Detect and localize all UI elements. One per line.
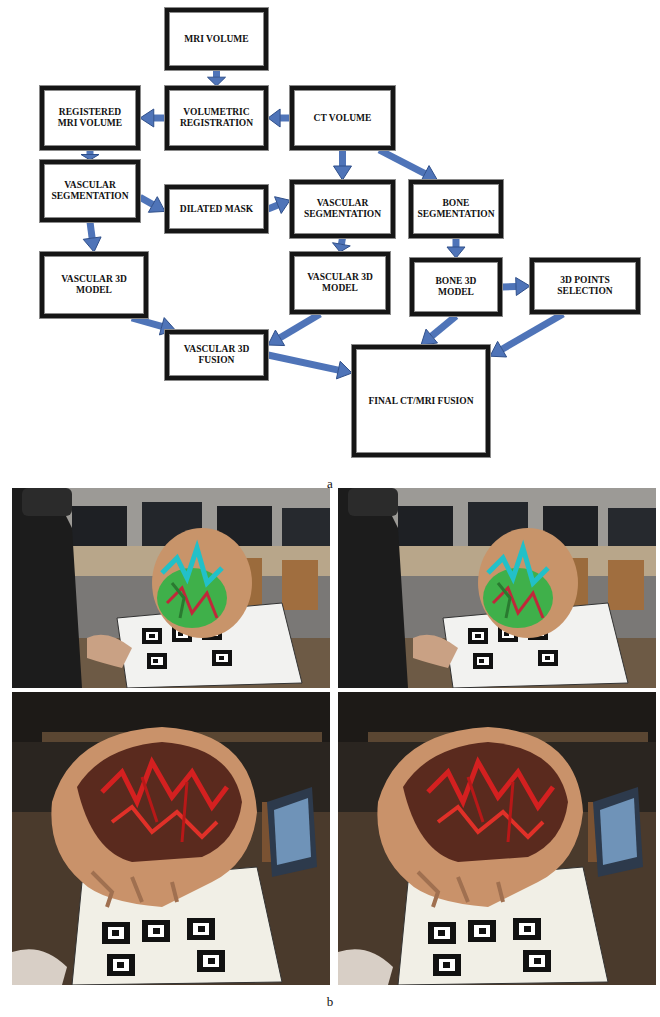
photo-top-left: [12, 488, 330, 688]
process-box: VASCULAR 3D FUSION: [165, 330, 268, 380]
arrow-shaft: [140, 197, 153, 204]
block-arrow: [490, 314, 563, 357]
block-arrow: [334, 150, 352, 180]
box-label: 3D POINTS SELECTION: [538, 275, 632, 297]
arrow-head: [275, 197, 290, 214]
arrow-head: [83, 237, 101, 252]
box-label: CT VOLUME: [314, 113, 372, 124]
block-arrow: [140, 109, 165, 127]
arrow-shaft: [502, 314, 563, 349]
block-arrow: [81, 150, 99, 160]
box-label: DILATED MASK: [180, 204, 253, 215]
process-box: VASCULAR SEGMENTATION: [290, 180, 395, 238]
process-box: VOLUMETRIC REGISTRATION: [165, 86, 268, 150]
arrow-shaft: [339, 150, 346, 166]
block-arrow: [268, 197, 290, 214]
photo-bottom-left: [12, 692, 330, 985]
box-label: MRI VOLUME: [184, 34, 248, 45]
process-box: VASCULAR 3D MODEL: [40, 252, 148, 318]
arrow-shaft: [432, 316, 456, 336]
block-arrow: [502, 278, 530, 296]
arrow-head: [334, 166, 352, 180]
arrow-shaft: [341, 238, 342, 244]
arrow-shaft: [268, 355, 338, 370]
block-arrow: [268, 109, 290, 127]
process-box: VASCULAR SEGMENTATION: [40, 160, 140, 222]
process-box: FINAL CT/MRI FUSION: [352, 345, 490, 457]
arrow-head: [490, 341, 507, 357]
arrow-shaft: [280, 314, 320, 338]
panel-letter: b: [327, 994, 334, 1010]
box-label: REGISTERED MRI VOLUME: [48, 107, 132, 129]
arrow-head: [208, 77, 226, 86]
block-arrow: [268, 314, 320, 346]
arrow-shaft: [87, 150, 94, 155]
arrow-shaft: [154, 115, 165, 122]
arrow-shaft: [213, 70, 220, 77]
panel-letter: a: [327, 476, 333, 492]
block-arrow: [421, 316, 456, 345]
box-label: BONE SEGMENTATION: [417, 198, 494, 220]
arrow-shaft: [379, 150, 425, 174]
process-box: CT VOLUME: [290, 86, 395, 150]
arrow-head: [140, 109, 154, 127]
box-label: VASCULAR SEGMENTATION: [48, 180, 132, 202]
arrow-head: [336, 361, 352, 379]
arrow-head: [268, 109, 280, 127]
block-arrow: [268, 355, 352, 379]
process-box: VASCULAR 3D MODEL: [290, 252, 390, 314]
arrow-head: [268, 330, 285, 345]
process-box: BONE SEGMENTATION: [409, 180, 502, 238]
photo-bottom-right: [338, 692, 656, 985]
arrow-head: [421, 329, 438, 345]
arrow-shaft: [90, 222, 92, 238]
process-box: DILATED MASK: [165, 185, 268, 233]
block-arrow: [208, 70, 226, 86]
arrow-shaft: [280, 115, 290, 122]
block-arrow: [379, 150, 437, 182]
arrow-head: [447, 247, 465, 258]
block-arrow: [447, 238, 465, 258]
box-label: VASCULAR 3D FUSION: [173, 344, 260, 366]
arrow-shaft: [452, 238, 459, 247]
process-box: MRI VOLUME: [165, 8, 268, 70]
arrow-head: [148, 197, 165, 213]
block-arrow: [333, 238, 351, 252]
box-label: BONE 3D MODEL: [418, 276, 494, 298]
box-label: VASCULAR 3D MODEL: [48, 274, 140, 296]
process-box: REGISTERED MRI VOLUME: [40, 86, 140, 150]
box-label: FINAL CT/MRI FUSION: [368, 396, 473, 407]
arrow-shaft: [502, 283, 516, 291]
box-label: VOLUMETRIC REGISTRATION: [173, 107, 260, 129]
block-arrow: [83, 222, 101, 252]
process-box: BONE 3D MODEL: [410, 258, 502, 316]
photo-top-right: [338, 488, 656, 688]
arrow-head: [516, 278, 530, 296]
box-label: VASCULAR 3D MODEL: [298, 272, 382, 294]
box-label: VASCULAR SEGMENTATION: [298, 198, 387, 220]
block-arrow: [140, 197, 165, 213]
arrow-shaft: [132, 318, 162, 326]
arrow-head: [333, 243, 351, 252]
process-box: 3D POINTS SELECTION: [530, 258, 640, 314]
arrow-shaft: [268, 205, 278, 209]
